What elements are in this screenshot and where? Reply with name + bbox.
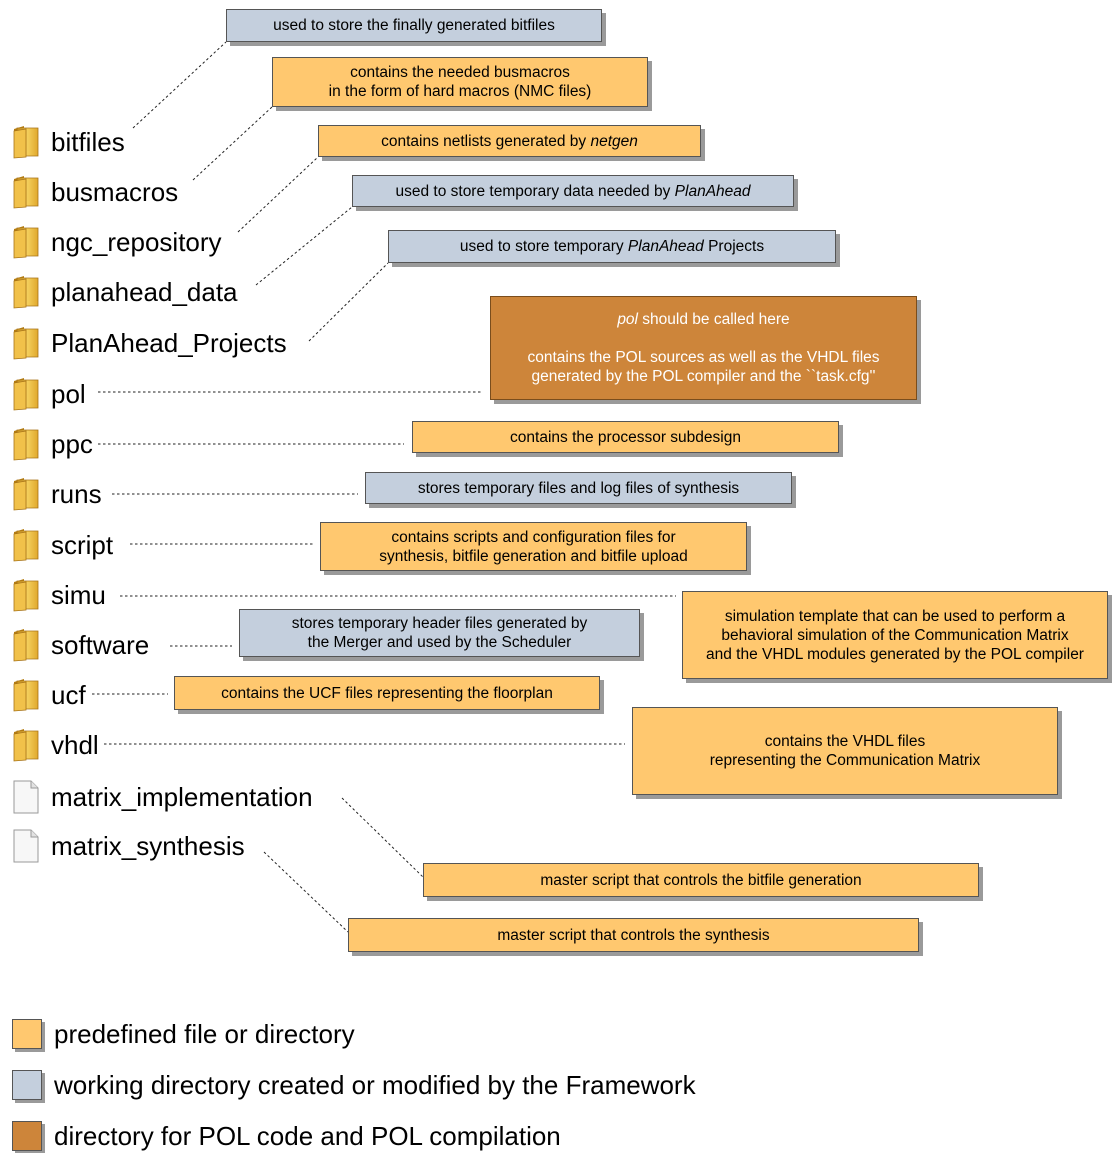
note-tool-name: PlanAhead [674,182,751,200]
connector-busmacros [192,106,273,181]
folder-bitfiles[interactable]: bitfiles [12,122,125,162]
note-tool-name: PlanAhead [627,238,704,255]
note-text: stores temporary header files generated … [291,615,588,651]
folder-icon [12,628,40,662]
legend-swatch-working [12,1070,42,1100]
folder-label: runs [51,478,102,509]
folder-icon [12,377,40,411]
folder-planahead-data[interactable]: planahead_data [12,272,238,312]
folder-label: busmacros [51,176,179,207]
folder-icon [12,728,40,762]
folder-icon [12,125,40,159]
folder-label: simu [51,579,106,610]
folder-label: vhdl [51,729,99,760]
note-busmacros: contains the needed busmacros in the for… [272,57,648,107]
folder-runs[interactable]: runs [12,474,102,514]
note-text: stores temporary files and log files of … [417,479,740,497]
folder-label: ngc_repository [51,226,222,257]
folder-script[interactable]: script [12,525,113,565]
legend-label: predefined file or directory [54,1018,355,1049]
note-ppc: contains the processor subdesign [412,421,839,453]
folder-label: ppc [51,428,93,459]
note-matrix-synthesis: master script that controls the synthesi… [348,918,919,952]
note-text: contains the needed busmacros in the for… [328,64,592,100]
folder-label: PlanAhead_Projects [51,327,287,358]
note-text: contains the processor subdesign [510,428,741,446]
file-icon [12,829,40,863]
connector-bitfiles [132,41,227,129]
connector-planahead-projects [308,262,389,342]
note-software: stores temporary header files generated … [239,609,640,657]
folder-simu[interactable]: simu [12,575,106,615]
folder-icon [12,225,40,259]
file-matrix-synthesis[interactable]: matrix_synthesis [12,826,245,866]
note-planahead-projects: used to store temporary PlanAhead Projec… [388,230,836,263]
folder-planahead-projects[interactable]: PlanAhead_Projects [12,323,287,363]
folder-icon [12,678,40,712]
legend-predefined: predefined file or directory [12,1017,355,1051]
folder-label: software [51,629,150,660]
note-text: should be called here [638,311,790,328]
folder-icon [12,427,40,461]
legend-label: working directory created or modified by… [54,1069,696,1100]
note-text: master script that controls the bitfile … [540,871,862,889]
connector-matrix-synthesis [263,851,349,933]
folder-label: ucf [51,679,86,710]
folder-busmacros[interactable]: busmacros [12,172,178,212]
folder-pol[interactable]: pol [12,374,86,414]
legend-swatch-pol [12,1121,42,1151]
note-planahead-data: used to store temporary data needed by P… [352,175,794,207]
note-command-name: pol [617,311,638,328]
file-label: matrix_synthesis [51,830,245,861]
note-runs: stores temporary files and log files of … [365,472,792,504]
folder-ngc-repository[interactable]: ngc_repository [12,222,222,262]
note-text: contains the VHDL files representing the… [709,733,981,769]
legend-working: working directory created or modified by… [12,1068,696,1102]
folder-icon [12,175,40,209]
note-text: used to store the finally generated bitf… [273,17,555,34]
note-text: contains netlists generated by [381,132,591,150]
note-script: contains scripts and configuration files… [320,522,747,571]
folder-ucf[interactable]: ucf [12,675,86,715]
note-vhdl: contains the VHDL files representing the… [632,707,1058,795]
folder-label: pol [51,378,86,409]
note-simu: simulation template that can be used to … [682,591,1108,679]
note-text-suffix: Projects [703,238,765,255]
note-ngc-repository: contains netlists generated by netgen [318,125,701,157]
folder-label: bitfiles [51,126,125,157]
note-text: contains the UCF files representing the … [221,684,553,702]
file-icon [12,780,40,814]
folder-icon [12,326,40,360]
folder-icon [12,275,40,309]
file-matrix-implementation[interactable]: matrix_implementation [12,777,313,817]
note-text: contains scripts and configuration files… [379,528,688,565]
note-bitfiles: used to store the finally generated bitf… [226,9,602,42]
folder-vhdl[interactable]: vhdl [12,725,99,765]
legend-swatch-predefined [12,1019,42,1049]
folder-icon [12,477,40,511]
note-text: master script that controls the synthesi… [497,926,770,944]
folder-ppc[interactable]: ppc [12,424,93,464]
note-text: used to store temporary data needed by [395,182,675,200]
connector-matrix-implementation [341,797,424,878]
folder-software[interactable]: software [12,625,149,665]
legend-label: directory for POL code and POL compilati… [54,1120,561,1151]
connector-planahead-data [255,206,353,286]
note-ucf: contains the UCF files representing the … [174,676,600,710]
folder-label: script [51,529,114,560]
note-matrix-implementation: master script that controls the bitfile … [423,863,979,897]
connector-ngc-repository [237,156,319,233]
note-text: used to store temporary [459,238,628,255]
note-text: simulation template that can be used to … [706,607,1084,663]
note-pol: pol should be called here contains the P… [490,296,917,400]
note-body: contains the POL sources as well as the … [527,349,880,385]
note-tool-name: netgen [590,132,638,150]
folder-label: planahead_data [51,276,238,307]
folder-icon [12,578,40,612]
file-label: matrix_implementation [51,781,313,812]
legend-pol: directory for POL code and POL compilati… [12,1119,561,1153]
folder-icon [12,528,40,562]
